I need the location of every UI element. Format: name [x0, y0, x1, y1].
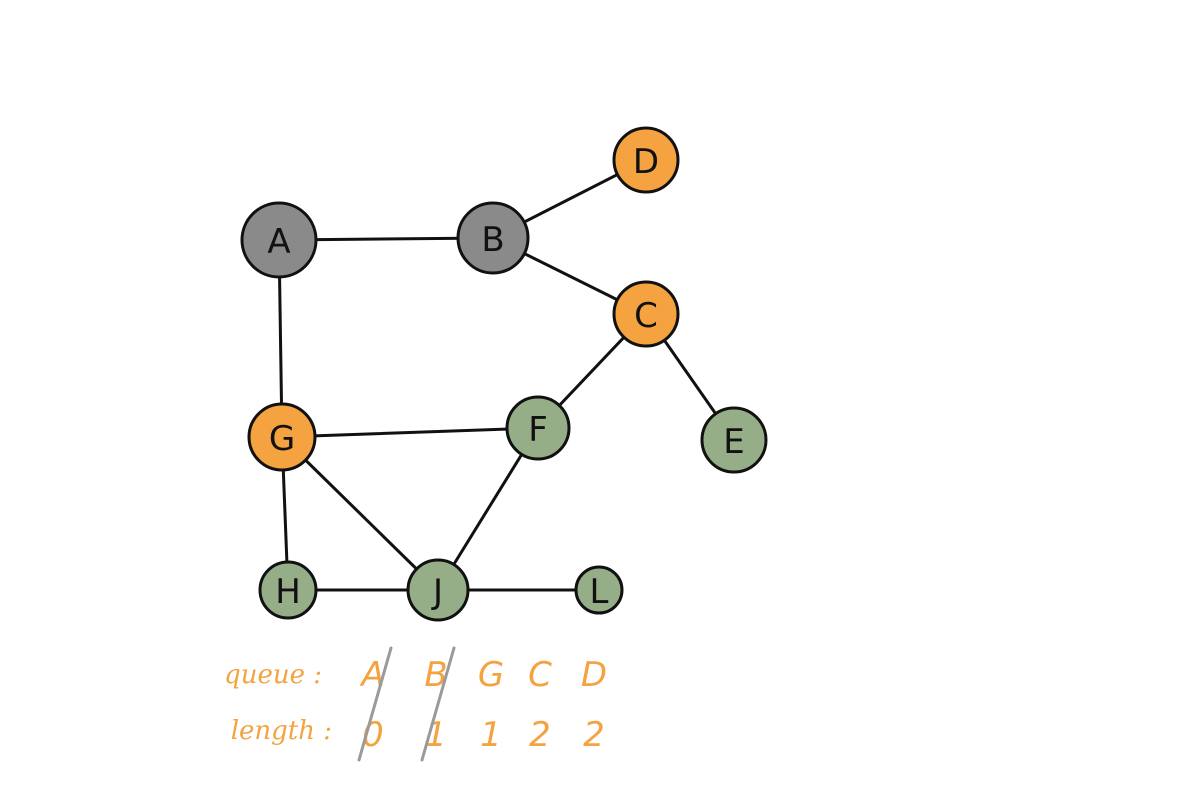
node-l: L [574, 565, 624, 615]
length-row-label: length : [231, 716, 332, 746]
node-d: D [612, 126, 680, 194]
node-a-circle [240, 201, 318, 279]
node-f-label: F [528, 410, 548, 450]
length-entry-d: 2 [583, 715, 605, 755]
nodes-layer: A B C D E F G H J L [240, 126, 768, 622]
queue-entry-d: D [581, 655, 607, 695]
node-j: J [406, 558, 470, 622]
strike-a [357, 646, 393, 762]
node-l-label: L [590, 572, 609, 612]
node-b-label: B [481, 220, 504, 260]
node-d-circle [612, 126, 680, 194]
node-c: C [612, 280, 680, 348]
node-c-circle [612, 280, 680, 348]
node-e: E [700, 406, 768, 474]
node-e-label: E [723, 422, 744, 462]
node-a-label: A [267, 222, 290, 262]
edge-g-f [280, 426, 540, 439]
strike-b [420, 646, 456, 762]
node-a: A [240, 201, 318, 279]
node-g-label: G [269, 419, 295, 459]
length-entry-c: 2 [529, 715, 551, 755]
node-l-circle [574, 565, 624, 615]
queue-entry-b: B [424, 655, 447, 695]
edge-g-j [280, 435, 440, 592]
node-h-circle [258, 560, 318, 620]
node-g: G [247, 402, 317, 472]
queue-row-label: queue : [224, 660, 322, 690]
queue-entry-g: G [478, 655, 504, 695]
node-g-circle [247, 402, 317, 472]
node-h-label: H [275, 572, 301, 612]
node-e-circle [700, 406, 768, 474]
node-j-label: J [431, 572, 443, 612]
node-f-circle [505, 395, 571, 461]
node-j-circle [406, 558, 470, 622]
node-c-label: C [634, 296, 658, 336]
queue-entry-c: C [528, 655, 552, 695]
node-b: B [456, 201, 530, 275]
length-entry-g: 1 [480, 715, 502, 755]
node-h: H [258, 560, 318, 620]
node-f: F [505, 395, 571, 461]
node-d-label: D [633, 142, 659, 182]
node-b-circle [456, 201, 530, 275]
